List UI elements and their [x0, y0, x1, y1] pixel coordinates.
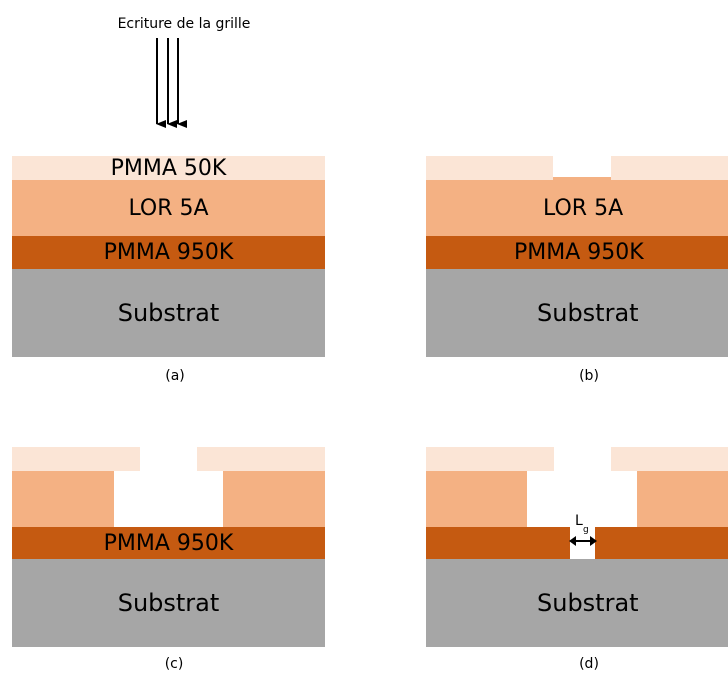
pmma50k-layer-left — [426, 447, 554, 471]
substrate-layer: Substrat — [12, 269, 325, 357]
substrate-label: Substrat — [537, 299, 639, 327]
pmma950k-layer: PMMA 950K — [426, 236, 728, 269]
caption-d: (d) — [579, 656, 599, 672]
substrate-layer: Substrat — [12, 559, 325, 647]
substrate-layer: Substrat — [426, 269, 728, 357]
caption-a: (a) — [165, 368, 185, 384]
lor-layer: LOR 5A — [12, 180, 325, 236]
pmma950k-layer-left — [426, 527, 570, 559]
substrate-label: Substrat — [117, 589, 220, 617]
gate-length-arrow — [569, 536, 597, 546]
diagram-title: Ecriture de la grille — [117, 16, 251, 32]
pmma950k-layer: PMMA 950K — [12, 527, 325, 559]
pmma950k-layer: PMMA 950K — [12, 236, 325, 269]
substrate-label: Substrat — [537, 589, 639, 617]
substrate-layer: Substrat — [426, 559, 728, 647]
pmma50k-label: PMMA 50K — [110, 156, 227, 180]
pmma950k-layer-right — [595, 527, 728, 559]
lor-notch — [553, 177, 611, 180]
pmma950k-label: PMMA 950K — [103, 530, 234, 556]
substrate-label: Substrat — [117, 299, 220, 327]
lor-layer-left — [426, 471, 527, 527]
gate-length-subscript: g — [583, 525, 589, 535]
pmma50k-layer: PMMA 50K — [12, 156, 325, 180]
pmma50k-layer-right — [611, 156, 728, 180]
pmma950k-label: PMMA 950K — [514, 240, 644, 265]
pmma50k-layer-right — [611, 447, 728, 471]
pmma950k-label: PMMA 950K — [103, 240, 234, 265]
gate-length-label: L — [575, 513, 583, 529]
lor-layer: LOR 5A — [426, 180, 728, 236]
lor-label: LOR 5A — [543, 195, 624, 221]
lor-layer-right — [223, 471, 325, 527]
lor-label: LOR 5A — [128, 195, 209, 221]
caption-b: (b) — [579, 368, 599, 384]
pmma50k-layer-left — [426, 156, 553, 180]
pmma50k-layer-left — [12, 447, 140, 471]
lor-layer-right — [637, 471, 728, 527]
pmma50k-layer-right — [197, 447, 325, 471]
caption-c: (c) — [164, 656, 184, 672]
ebeam-arrows — [156, 38, 187, 128]
lor-layer-left — [12, 471, 114, 527]
